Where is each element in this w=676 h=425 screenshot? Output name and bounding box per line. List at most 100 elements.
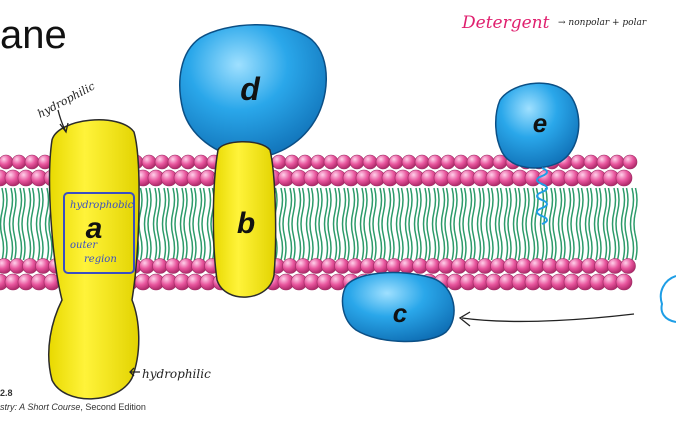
lipid-tail (323, 187, 329, 261)
lipid-tail (566, 187, 572, 261)
annotation-detergent-note: → nonpolar + polar (558, 18, 647, 28)
lipid-tail (417, 187, 422, 261)
protein-c-label: c (393, 298, 408, 328)
lipid-tail (597, 187, 602, 261)
lipid-tail (12, 187, 17, 261)
lipid-tail (314, 187, 320, 261)
lipid-tail (197, 187, 203, 261)
lipid-head (453, 154, 469, 170)
lipid-tail (633, 187, 638, 261)
annotation-hydrophobic-2: outer (70, 240, 98, 251)
lipid-tail (44, 187, 50, 261)
lipid-tail (377, 187, 383, 261)
lipid-tail (30, 187, 35, 261)
lipid-tail (165, 187, 170, 261)
lipid-head (141, 154, 157, 170)
lipid-tail (435, 187, 440, 261)
lipid-anchor-coil (536, 167, 548, 225)
lipid-tail (525, 187, 530, 261)
lipid-tail (593, 187, 599, 261)
protein-a (47, 119, 140, 400)
lipid-tail (543, 187, 548, 261)
protein-d (179, 24, 327, 159)
lipid-tail (579, 187, 584, 261)
lipid-tail (494, 187, 500, 261)
lipid-head (596, 154, 612, 170)
lipid-tail (201, 187, 206, 261)
lipid-tail (372, 187, 377, 261)
lipid-head (609, 154, 625, 170)
lipid-head (466, 154, 482, 170)
lipid-tail (368, 187, 374, 261)
lipid-tail (453, 187, 458, 261)
lipid-head (362, 154, 378, 170)
lipid-tail (485, 187, 491, 261)
lipid-tail (629, 187, 635, 261)
lipid-tail (530, 187, 536, 261)
lipid-tail (588, 187, 593, 261)
lipid-tail (291, 187, 296, 261)
lipid-tail (3, 187, 8, 261)
lipid-tail (408, 187, 413, 261)
lipid-tail (395, 187, 401, 261)
annotation-hydrophobic-3: region (84, 254, 117, 265)
lipid-head (284, 154, 300, 170)
lipid-tail (557, 187, 563, 261)
lipid-head (414, 154, 430, 170)
lipid-tail (350, 187, 356, 261)
lipid-tail (282, 187, 287, 261)
lipid-head (615, 273, 633, 291)
lipid-head (427, 154, 443, 170)
lipid-head (479, 154, 495, 170)
lipid-tail (170, 187, 176, 261)
lipid-tail (318, 187, 323, 261)
lipid-tail (575, 187, 581, 261)
lipid-tail (0, 187, 5, 261)
hydrophobic-region-box (63, 192, 135, 274)
lipid-head (193, 154, 209, 170)
lipid-tail (345, 187, 350, 261)
lipid-tail (8, 187, 14, 261)
lipid-tail (476, 187, 482, 261)
lipid-head (336, 154, 352, 170)
lipid-tail (390, 187, 395, 261)
lipid-tail (26, 187, 32, 261)
lipid-tail (21, 187, 26, 261)
lipid-tail (512, 187, 518, 261)
lipid-tail (404, 187, 410, 261)
lipid-tail (399, 187, 404, 261)
lipid-tail (381, 187, 386, 261)
protein-e (495, 82, 580, 169)
protein-b (212, 141, 277, 298)
lipid-tail (143, 187, 149, 261)
lipid-tail (462, 187, 467, 261)
lipid-head (570, 154, 586, 170)
lipid-head (167, 154, 183, 170)
lipid-tail (534, 187, 539, 261)
lipid-tail (615, 187, 620, 261)
lipid-tail (305, 187, 311, 261)
lipid-tail (471, 187, 476, 261)
lipid-head (622, 154, 638, 170)
annotation-arrow-to-c (458, 311, 635, 327)
lipid-tail (332, 187, 338, 261)
lipid-tail (296, 187, 302, 261)
lipid-tail (35, 187, 41, 261)
lipid-head (583, 154, 599, 170)
lipid-tail (336, 187, 341, 261)
protein-d-label: d (240, 71, 261, 107)
lipid-tail (147, 187, 152, 261)
protein-e-label: e (533, 108, 547, 138)
annotation-hydrophobic-1: hydrophobic (70, 200, 134, 211)
lipid-heads-front-row (0, 169, 633, 187)
lipid-tail (174, 187, 179, 261)
lipid-head (349, 154, 365, 170)
lipid-tail (498, 187, 503, 261)
protein-b-label: b (237, 207, 255, 240)
lipid-head (271, 154, 287, 170)
caption-edition: , Second Edition (80, 402, 146, 412)
lipid-tail (444, 187, 449, 261)
lipid-tail (584, 187, 590, 261)
lipid-tail (426, 187, 431, 261)
